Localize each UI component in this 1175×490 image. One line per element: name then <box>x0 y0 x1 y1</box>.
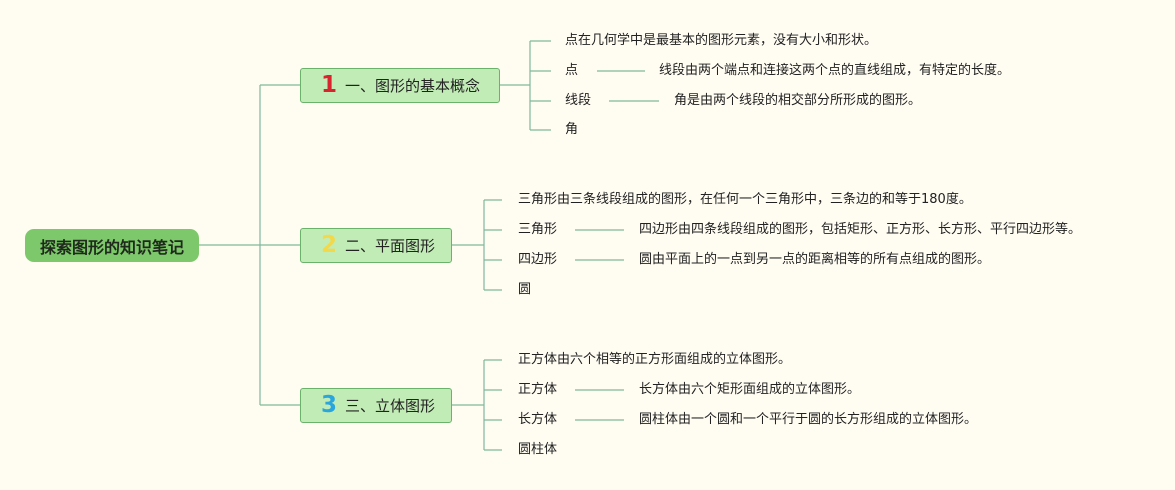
leaf-topic[interactable]: 角是由两个线段的相交部分所形成的图形。 <box>674 93 922 108</box>
number-3-icon: 3 <box>320 392 337 418</box>
leaf-topic[interactable]: 三角形 <box>518 222 558 237</box>
leaf-topic[interactable]: 圆由平面上的一点到另一点的距离相等的所有点组成的图形。 <box>639 252 991 267</box>
branch-label: 二、平面图形 <box>345 237 436 255</box>
leaf-topic[interactable]: 长方体由六个矩形面组成的立体图形。 <box>639 382 861 397</box>
leaf-topic[interactable]: 长方体 <box>518 412 558 427</box>
branch-solid-figures[interactable]: 3 三、立体图形 <box>300 388 452 423</box>
leaf-topic[interactable]: 四边形由四条线段组成的图形，包括矩形、正方形、长方形、平行四边形等。 <box>639 222 1082 237</box>
leaf-topic[interactable]: 线段 <box>565 93 592 108</box>
leaf-topic[interactable]: 四边形 <box>518 252 558 267</box>
branch-basic-concepts[interactable]: 1 一、图形的基本概念 <box>300 68 500 103</box>
leaf-topic[interactable]: 圆柱体由一个圆和一个平行于圆的长方形组成的立体图形。 <box>639 412 978 427</box>
branch-label: 三、立体图形 <box>345 397 436 415</box>
leaf-topic[interactable]: 点 <box>565 63 579 78</box>
leaf-topic[interactable]: 圆柱体 <box>518 442 558 457</box>
branch-plane-figures[interactable]: 2 二、平面图形 <box>300 228 452 263</box>
number-2-icon: 2 <box>320 232 337 258</box>
leaf-topic[interactable]: 圆 <box>518 282 532 297</box>
number-1-icon: 1 <box>320 72 337 98</box>
root-topic-label: 探索图形的知识笔记 <box>39 237 184 257</box>
root-topic[interactable]: 探索图形的知识笔记 <box>25 229 199 262</box>
branch-label: 一、图形的基本概念 <box>345 77 481 95</box>
leaf-topic[interactable]: 线段由两个端点和连接这两个点的直线组成，有特定的长度。 <box>659 63 1011 78</box>
leaf-topic[interactable]: 正方体 <box>518 382 558 397</box>
leaf-topic[interactable]: 点在几何学中是最基本的图形元素，没有大小和形状。 <box>565 33 878 48</box>
leaf-topic[interactable]: 三角形由三条线段组成的图形，在任何一个三角形中，三条边的和等于180度。 <box>518 192 972 207</box>
leaf-topic[interactable]: 角 <box>565 122 579 137</box>
leaf-topic[interactable]: 正方体由六个相等的正方形面组成的立体图形。 <box>518 352 792 367</box>
